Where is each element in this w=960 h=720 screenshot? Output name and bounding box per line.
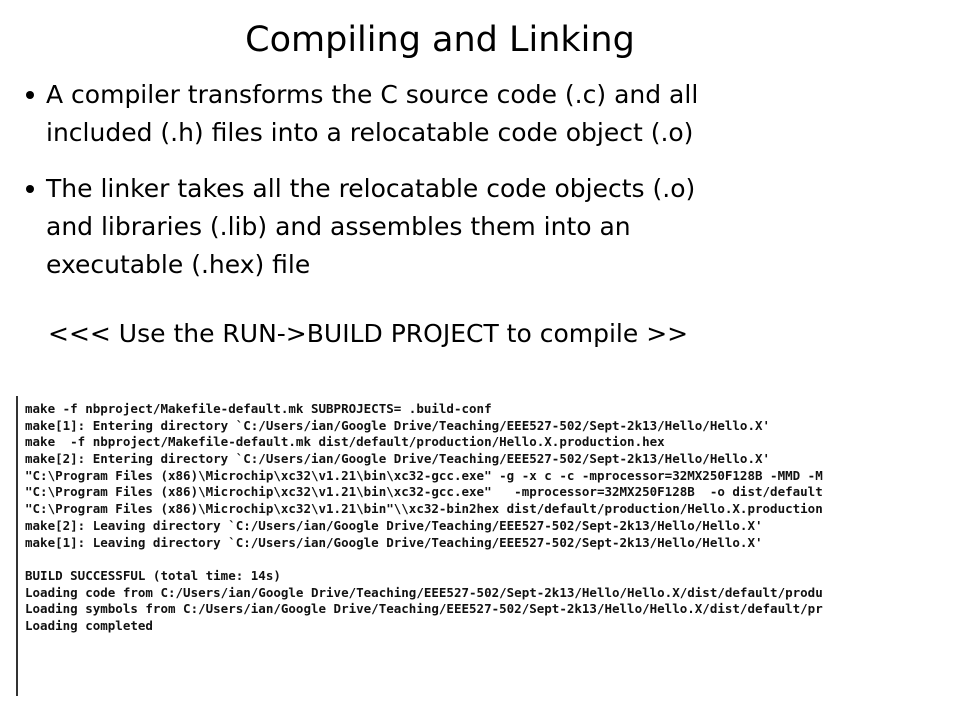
output-line: Loading code from C:/Users/ian/Google Dr… <box>25 584 823 600</box>
slide-title: Compiling and Linking <box>245 20 635 60</box>
output-window-border <box>16 396 18 696</box>
output-line: make[1]: Entering directory `C:/Users/ia… <box>25 417 771 433</box>
bullet-item: A compiler transforms the C source code … <box>26 76 946 152</box>
output-line: Loading completed <box>25 617 153 633</box>
output-line: make -f nbproject/Makefile-default.mk di… <box>25 434 665 450</box>
bullet-list: A compiler transforms the C source code … <box>26 76 946 302</box>
output-line: make[2]: Leaving directory `C:/Users/ian… <box>25 517 763 533</box>
output-line: "C:\Program Files (x86)\Microchip\xc32\v… <box>25 484 823 500</box>
output-line: make -f nbproject/Makefile-default.mk SU… <box>25 401 492 416</box>
build-status-line: BUILD SUCCESSFUL (total time: 14s) <box>25 567 281 583</box>
output-line: make[2]: Entering directory `C:/Users/ia… <box>25 451 771 467</box>
output-line: make[1]: Leaving directory `C:/Users/ian… <box>25 534 763 550</box>
output-line-blank <box>25 551 823 568</box>
bullet-item: The linker takes all the relocatable cod… <box>26 170 946 284</box>
output-line: "C:\Program Files (x86)\Microchip\xc32\v… <box>25 467 823 483</box>
bullet-dot-icon <box>26 91 34 99</box>
bullet-text: A compiler transforms the C source code … <box>46 80 699 147</box>
build-output-window[interactable]: make -f nbproject/Makefile-default.mk SU… <box>16 396 960 696</box>
bullet-dot-icon <box>26 185 34 193</box>
output-line: "C:\Program Files (x86)\Microchip\xc32\v… <box>25 501 823 517</box>
build-output-log: make -f nbproject/Makefile-default.mk SU… <box>25 401 823 635</box>
bullet-text: The linker takes all the relocatable cod… <box>46 174 696 279</box>
output-line: Loading symbols from C:/Users/ian/Google… <box>25 601 823 617</box>
run-instruction-note: <<< Use the RUN->BUILD PROJECT to compil… <box>48 319 689 348</box>
